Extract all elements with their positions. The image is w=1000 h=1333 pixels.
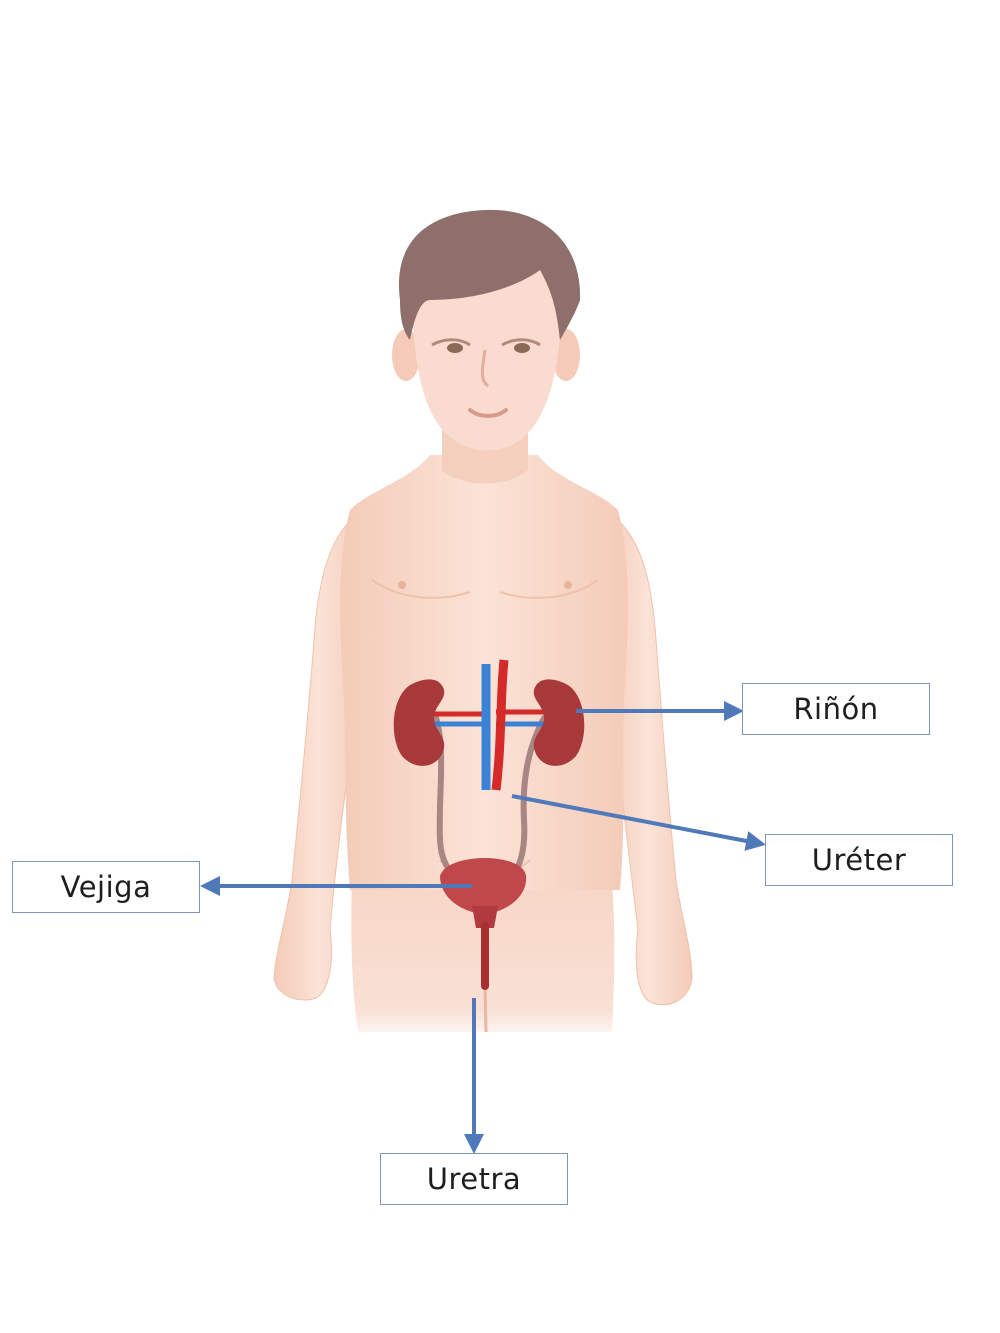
urethra-label: Uretra — [380, 1153, 568, 1205]
aorta — [491, 659, 509, 791]
child-figure — [273, 209, 693, 1033]
bladder — [440, 858, 527, 914]
urinary-system — [393, 659, 585, 990]
arrow-right-icon — [511, 794, 766, 851]
ureter-label: Uréter — [765, 834, 953, 886]
left-kidney — [393, 679, 445, 766]
right-kidney — [533, 679, 585, 766]
arrows — [200, 701, 766, 1154]
hair — [398, 209, 581, 340]
kidney-label: Riñón — [742, 683, 930, 735]
bladder-label: Vejiga — [12, 861, 200, 913]
